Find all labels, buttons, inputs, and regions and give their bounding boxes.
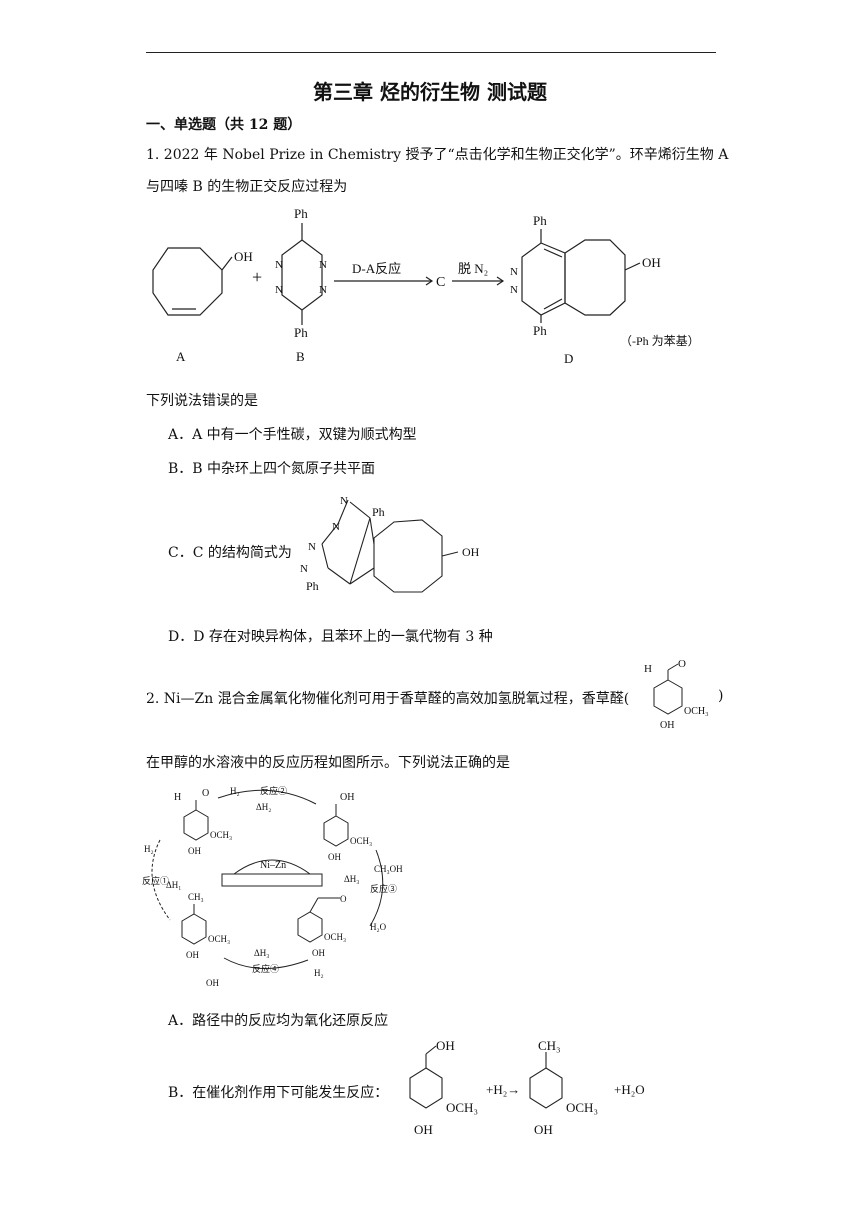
arrow-2-label: 脱 N₂ <box>458 261 488 276</box>
atom-ch3: CH₃ <box>538 1038 561 1053</box>
q2-option-a[interactable]: A．路径中的反应均为氧化还原反应 <box>168 1013 389 1029</box>
n-atom: N <box>308 541 316 553</box>
q1-stem-line1: 1. 2022 年 Nobel Prize in Chemistry 授予了“点… <box>146 147 729 163</box>
h2o: H₂O <box>370 922 387 932</box>
n-atom: N <box>275 259 283 271</box>
page-title: 第三章 烃的衍生物 测试题 <box>313 80 547 104</box>
atom-o: O <box>202 788 209 799</box>
n-atom: N <box>510 266 518 278</box>
plus-h2o: +H₂O <box>614 1082 645 1097</box>
vanillin-h: H <box>644 663 652 675</box>
intermediate-c: C <box>436 275 445 290</box>
vanillin-o: O <box>678 658 686 670</box>
n-atom: N <box>510 284 518 296</box>
dh3-r4: ΔH₃ <box>254 948 269 958</box>
label-r2: 反应② <box>260 785 287 796</box>
n-atom: N <box>340 495 348 507</box>
arrow-r3 <box>369 849 384 927</box>
q2-stem-line2: 在甲醇的水溶液中的反应历程如图所示。下列说法正确的是 <box>146 755 510 771</box>
label-d: D <box>564 351 573 366</box>
q1-option-b[interactable]: B．B 中杂环上四个氮原子共平面 <box>168 461 376 477</box>
catalyst-label: Ni–Zn <box>260 860 286 871</box>
atom-oh: OH <box>414 1122 433 1137</box>
q1-reaction-scheme: OH + Ph Ph N N N N D-A反应 C 脱 N₂ Ph Ph N … <box>152 206 700 366</box>
atom-oh: OH <box>328 852 341 862</box>
q1-prompt: 下列说法错误的是 <box>146 393 258 409</box>
q2-option-b[interactable]: B．在催化剂作用下可能发生反应： <box>168 1085 389 1101</box>
label-a: A <box>176 349 186 364</box>
atom-oh: OH <box>186 950 199 960</box>
arrow-r1 <box>151 839 171 921</box>
header-rule <box>146 52 716 53</box>
label-b: B <box>296 349 305 364</box>
atom-och3: OCH₃ <box>208 934 230 944</box>
q2-stem-close: ) <box>718 688 724 704</box>
atom-h: H <box>174 792 181 803</box>
compound-a-oh: OH <box>234 249 253 264</box>
atom-oh: OH <box>534 1122 553 1137</box>
vanillin-oh: OH <box>660 720 674 731</box>
h2-r1: H₂ <box>144 844 154 854</box>
compound-a-ring <box>152 247 223 316</box>
n-atom: N <box>319 259 327 271</box>
n-atom: N <box>319 284 327 296</box>
catalyst-surface <box>221 873 323 887</box>
atom-oh: OH <box>312 948 325 958</box>
vanillin-structure: H O OCH₃ OH <box>644 658 709 731</box>
label-r4: 反应④ <box>252 963 279 974</box>
option-c-oh: OH <box>462 545 480 559</box>
q1-option-a[interactable]: A．A 中有一个手性碳，双键为顺式构型 <box>168 427 417 443</box>
dh1: ΔH₁ <box>166 880 181 890</box>
compound-b-ph-top: Ph <box>294 206 308 221</box>
dh3-r3: ΔH₃ <box>344 874 359 884</box>
label-r3: 反应③ <box>370 883 397 894</box>
atom-och3: OCH₃ <box>210 830 232 840</box>
q1-option-c[interactable]: C．C 的结构简式为 <box>168 545 292 561</box>
compound-d-ph-top: Ph <box>533 213 547 228</box>
arrow-r4 <box>223 957 309 969</box>
q1-stem-line2: 与四嗪 B 的生物正交反应过程为 <box>146 179 348 195</box>
plus-h2-arrow: +H₂→ <box>486 1082 520 1097</box>
n-atom: N <box>275 284 283 296</box>
atom-oh: OH <box>436 1038 455 1053</box>
atom-ch3: CH₃ <box>188 892 204 902</box>
atom-och3: OCH₃ <box>324 932 346 942</box>
compound-b-ph-bottom: Ph <box>294 325 308 340</box>
label-r1: 反应① <box>142 875 169 886</box>
phenyl-note: （-Ph 为苯基） <box>620 334 700 348</box>
atom-o: O <box>340 894 347 904</box>
option-c-structure: N N N N Ph Ph OH <box>300 495 480 593</box>
atom-oh: OH <box>340 792 354 803</box>
plus-sign: + <box>252 267 262 287</box>
option-b-equation: OH OCH₃ OH +H₂→ CH₃ OCH₃ OH +H₂O <box>409 1038 645 1137</box>
arrow-1-label: D-A反应 <box>352 261 401 276</box>
atom-oh: OH <box>188 846 201 856</box>
arrow-r2 <box>217 789 317 805</box>
compound-d-ring-left <box>521 242 566 316</box>
dh2: ΔH₂ <box>256 802 271 812</box>
atom-och3: OCH₃ <box>350 836 372 846</box>
vanillin-och3: OCH₃ <box>684 706 709 717</box>
section-heading: 一、单选题（共 12 题） <box>146 117 302 133</box>
n-atom: N <box>300 563 308 575</box>
atom-och3: OCH₃ <box>446 1100 478 1115</box>
compound-d-oh: OH <box>642 255 661 270</box>
q2-stem-line1: 2. Ni—Zn 混合金属氧化物催化剂可用于香草醛的高效加氢脱氧过程，香草醛( <box>146 691 630 707</box>
q2-reaction-cycle: H O OCH₃ OH OH OCH₃ OH CH₃ OCH₃ OH O OCH… <box>142 785 403 988</box>
q1-option-d[interactable]: D．D 存在对映异构体，且苯环上的一氯代物有 3 种 <box>168 629 493 645</box>
option-c-ph-bottom: Ph <box>306 579 319 593</box>
ch3oh: CH₃OH <box>374 864 403 874</box>
h2-r2: H₂ <box>230 786 240 796</box>
compound-b-ring <box>281 239 323 311</box>
n-atom: N <box>332 521 340 533</box>
compound-d-ring-right <box>564 239 626 316</box>
h2-r4: H₂ <box>314 968 324 978</box>
atom-och3: OCH₃ <box>566 1100 598 1115</box>
compound-d-ph-bottom: Ph <box>533 323 547 338</box>
option-c-ph-top: Ph <box>372 505 385 519</box>
atom-oh: OH <box>206 978 219 988</box>
